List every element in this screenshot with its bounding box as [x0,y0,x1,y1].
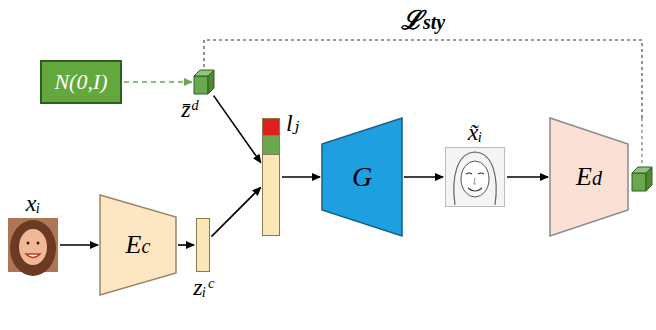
content-code-bar: zᵢᶜ [196,218,210,272]
block-label: Ec [126,231,151,260]
input-photo-shape [8,218,58,272]
content-encoder: Ec [100,195,176,295]
style-code-cube: z̄ᵈ [194,70,214,94]
math-label: zᵢᶜ [193,274,212,300]
loss-label: ℒsty [398,7,448,36]
flow-arrow [282,176,320,178]
flow-arrow [178,244,194,246]
block-label: G [352,162,372,193]
latent-vector-shape [262,118,280,236]
math-label: x̃ᵢ [468,119,482,145]
style-loss-line [204,40,642,118]
sketch-image-shape [445,147,505,207]
flow-arrow [60,244,98,246]
style-encoder: Ed [550,118,652,236]
generator-block: G [322,118,402,236]
input-photo: xᵢ [8,218,58,272]
latent-vector: lⱼ [262,118,280,236]
flow-arrow [214,96,261,163]
block-label: N(0,I) [54,70,107,94]
sketch-image: x̃ᵢ [445,147,505,207]
noise-prior-box: N(0,I) [40,60,122,104]
math-label: xᵢ [26,190,40,216]
style-code-cube-shape [194,70,214,94]
block-label: Ed [576,163,602,192]
flow-arrow [211,187,260,236]
math-label: lⱼ [286,110,299,136]
math-label: z̄ᵈ [181,96,198,122]
edge-label-holder: ℒsty [398,7,448,36]
flow-arrow [124,81,192,83]
flow-arrow [507,176,548,178]
flow-arrow [404,176,443,178]
content-code-bar-shape [196,218,210,272]
